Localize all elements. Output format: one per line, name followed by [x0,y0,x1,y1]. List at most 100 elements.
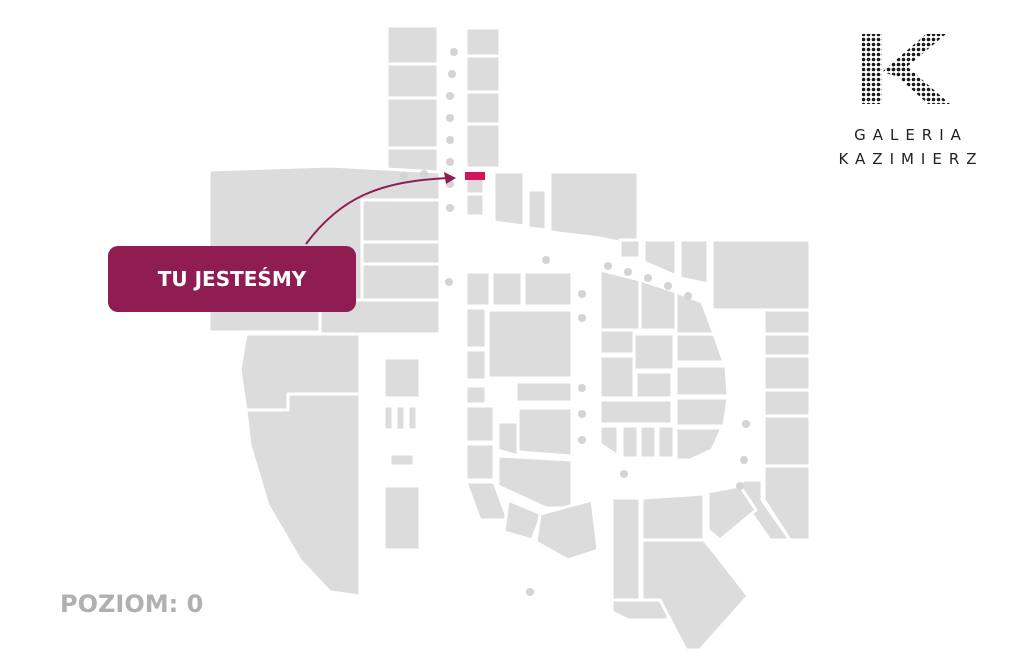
walkway-dot [578,290,586,298]
walkway-dot [542,256,550,264]
store-block[interactable] [598,354,636,400]
store-block[interactable] [762,308,812,336]
store-block[interactable] [706,484,758,542]
store-block[interactable] [632,332,676,372]
walkway-dot [604,262,612,270]
store-block[interactable] [385,24,440,66]
store-block[interactable] [762,332,812,358]
store-block[interactable] [640,492,706,542]
walkway-dot [578,410,586,418]
store-block[interactable] [360,262,442,302]
walkway-dot [446,114,454,122]
store-block[interactable] [492,170,526,228]
store-block[interactable] [382,356,422,400]
store-block[interactable] [464,26,502,58]
logo-line-kazimierz: KAZIMIERZ [838,150,984,168]
store-block[interactable] [634,370,674,400]
store-block[interactable] [464,192,486,218]
store-block[interactable] [382,404,395,432]
store-blocks [207,24,812,652]
store-block[interactable] [464,122,502,170]
dotted-letter-k-icon [862,34,950,104]
location-marker [305,172,485,245]
store-block[interactable] [496,420,520,458]
store-block[interactable] [620,424,640,460]
walkway-dot [446,92,454,100]
walkway-dot [578,384,586,392]
store-block[interactable] [762,388,812,418]
store-block[interactable] [674,290,716,336]
walkway-dot [448,70,456,78]
store-block[interactable] [598,268,642,332]
walkway-dot [736,482,744,490]
pointer-arrow [305,177,453,245]
store-block[interactable] [674,396,730,428]
store-block[interactable] [656,424,676,460]
walkway-dot [446,136,454,144]
store-block[interactable] [534,498,600,562]
store-block[interactable] [464,404,496,444]
store-block[interactable] [526,188,548,232]
logo-line-galeria: GALERIA [854,126,968,144]
store-block[interactable] [674,426,724,462]
store-block[interactable] [598,328,636,356]
store-block[interactable] [710,238,812,312]
store-block[interactable] [244,392,362,598]
store-block[interactable] [762,464,812,542]
walkway-dot [684,292,692,300]
galeria-kazimierz-logo: GALERIA KAZIMIERZ [826,32,996,168]
store-block[interactable] [464,442,496,482]
walkway-dot [420,170,428,178]
walkway-dot [446,158,454,166]
store-block[interactable] [598,398,674,426]
store-block[interactable] [678,238,710,286]
you-are-here-label[interactable]: TU JESTEŚMY [108,246,356,312]
store-block[interactable] [382,484,422,552]
store-block[interactable] [762,414,812,468]
store-block[interactable] [642,238,678,278]
store-block[interactable] [464,306,488,350]
walkway-dot [740,456,748,464]
walkway-dot [526,588,534,596]
store-block[interactable] [388,452,416,468]
walkway-dot [620,470,628,478]
you-are-here-pin [465,172,485,180]
floor-level-label: POZIOM: 0 [60,590,204,618]
store-block[interactable] [385,62,440,100]
store-block[interactable] [610,598,670,622]
walkway-dot [446,204,454,212]
store-block[interactable] [464,384,488,406]
walkway-dot [450,48,458,56]
store-block[interactable] [502,498,544,542]
store-block[interactable] [464,90,502,126]
store-block[interactable] [548,170,640,248]
arrow-head-icon [444,172,456,184]
store-block[interactable] [464,54,502,94]
store-block[interactable] [406,404,419,432]
store-block[interactable] [640,538,750,652]
store-block[interactable] [394,404,407,432]
walkway-dot [578,314,586,322]
store-block[interactable] [610,496,642,602]
store-block[interactable] [522,270,574,308]
walkway-dots [400,48,750,596]
store-block[interactable] [360,240,442,266]
store-block[interactable] [360,198,442,244]
store-block[interactable] [490,270,524,308]
store-block[interactable] [516,406,574,458]
walkway-dot [742,420,750,428]
store-block[interactable] [464,348,488,382]
store-block[interactable] [464,270,492,308]
store-block[interactable] [674,332,726,364]
store-block[interactable] [385,96,440,150]
store-block[interactable] [618,238,642,260]
store-block[interactable] [674,364,730,398]
store-block[interactable] [514,380,574,404]
store-block[interactable] [762,354,812,392]
store-block[interactable] [486,308,574,380]
walkway-dot [644,274,652,282]
store-block[interactable] [638,424,658,460]
walkway-dot [578,436,586,444]
store-block[interactable] [598,424,620,458]
